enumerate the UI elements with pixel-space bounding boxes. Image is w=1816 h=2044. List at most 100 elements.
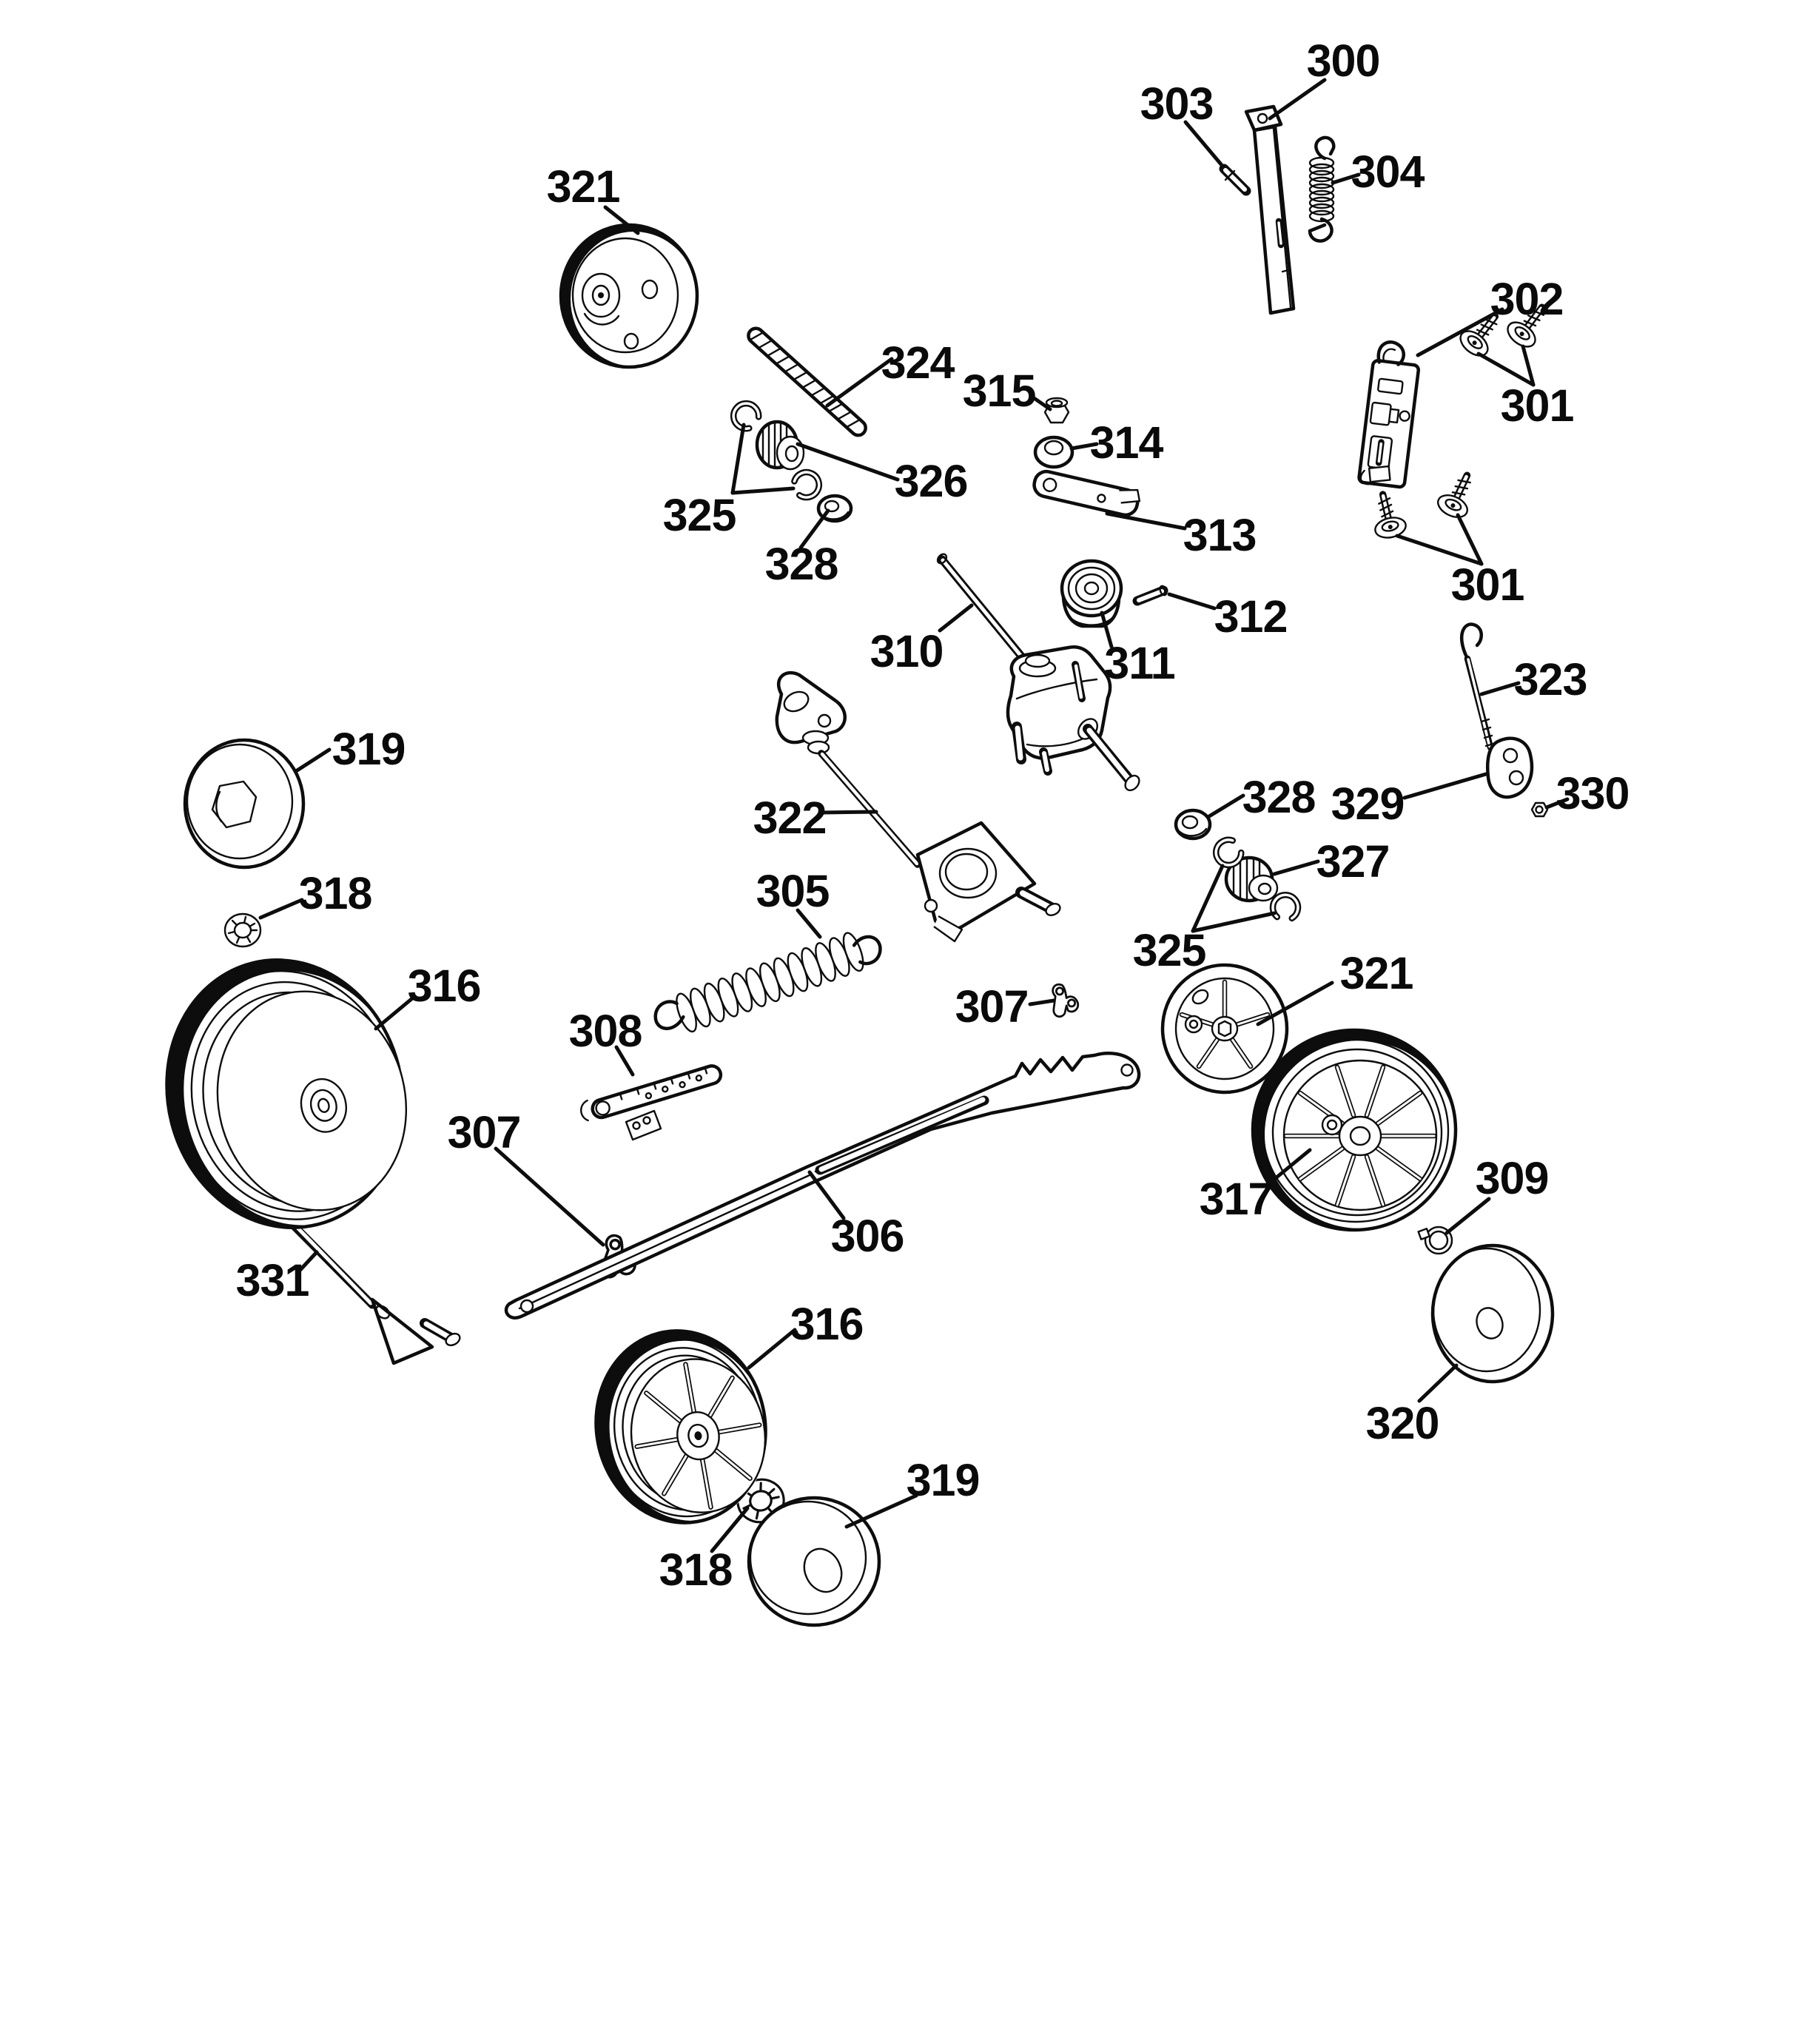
- part-label-331-lower-left: 331: [236, 1255, 309, 1305]
- cable-clip-307-right-drawing: [1052, 983, 1080, 1018]
- clutch-gear-327-drawing: [1224, 855, 1279, 903]
- leader-line-312: [1167, 592, 1217, 611]
- part-label-318-bottom: 318: [659, 1544, 733, 1595]
- leader-line-326: [796, 442, 900, 482]
- leader-line-325: [730, 486, 796, 495]
- leader-line-308: [614, 1045, 635, 1077]
- leader-line-301: [1395, 534, 1484, 566]
- leader-line-319: [844, 1493, 918, 1529]
- part-label-325-upper-left: 325: [663, 490, 736, 540]
- part-label-320-bottom-right: 320: [1366, 1398, 1439, 1448]
- part-label-301-right: 301: [1451, 559, 1524, 610]
- leader-line-325: [730, 423, 746, 495]
- pivot-plate-329-drawing: [1485, 736, 1534, 799]
- part-label-310-middle: 310: [870, 626, 944, 676]
- washer-328-middle-drawing: [1174, 808, 1212, 841]
- leader-line-314: [1069, 442, 1099, 451]
- clevis-pin-303-drawing: [1219, 164, 1251, 196]
- part-labels-layer: 3003033043023013213243153263253283133143…: [236, 36, 1630, 1595]
- part-label-323-right: 323: [1514, 654, 1587, 705]
- drive-wheel-316-bottom-drawing: [594, 1329, 767, 1524]
- leader-line-307: [1028, 998, 1056, 1006]
- leader-line-304: [1331, 172, 1361, 185]
- leader-line-327: [1272, 859, 1320, 876]
- drive-control-lever-306-drawing: [504, 1052, 1141, 1319]
- leader-line-313: [1105, 511, 1187, 531]
- part-label-301-upper-right: 301: [1501, 380, 1574, 431]
- wheel-cover-disc-321-top-drawing: [559, 223, 699, 369]
- leader-line-331: [295, 1250, 319, 1275]
- part-label-302-top-right: 302: [1490, 274, 1564, 324]
- transmission-gearbox-drawing: [1006, 645, 1140, 792]
- part-label-317-lower-right: 317: [1200, 1174, 1273, 1224]
- leader-line-307: [494, 1146, 605, 1247]
- leader-line-305: [796, 908, 822, 939]
- part-label-321-right: 321: [1340, 948, 1413, 998]
- hub-cap-319-bottom-drawing: [747, 1496, 881, 1627]
- leader-line-300: [1268, 78, 1327, 121]
- part-label-326-upper-middle: 326: [895, 456, 968, 506]
- leader-line-306: [807, 1170, 846, 1220]
- leader-line-318: [710, 1506, 750, 1553]
- leader-line-320: [1417, 1363, 1459, 1403]
- hub-cap-319-top-left-drawing: [183, 738, 306, 870]
- leader-line-311: [1100, 611, 1114, 649]
- part-label-300-top: 300: [1307, 36, 1380, 86]
- drive-pulley-311-drawing: [1060, 559, 1123, 628]
- leader-line-310: [938, 603, 974, 633]
- height-adjuster-bar-300-drawing: [1244, 104, 1296, 315]
- part-label-324-upper-middle: 324: [881, 337, 955, 388]
- part-label-327-middle-right: 327: [1316, 836, 1390, 887]
- leader-line-301: [1476, 352, 1536, 387]
- push-nut-318-left-drawing: [223, 912, 262, 948]
- leader-line-330: [1544, 797, 1570, 810]
- leader-line-303: [1183, 120, 1223, 167]
- part-label-303-top: 303: [1140, 78, 1214, 129]
- part-label-319-left: 319: [332, 724, 406, 774]
- part-label-322-middle: 322: [753, 793, 827, 843]
- part-label-308-middle-left: 308: [569, 1006, 642, 1056]
- part-label-312-middle: 312: [1214, 591, 1288, 642]
- part-label-325-middle-right: 325: [1133, 925, 1206, 975]
- part-label-305-middle: 305: [756, 866, 830, 916]
- part-label-311-middle: 311: [1104, 638, 1174, 688]
- part-label-307-middle-right: 307: [955, 981, 1029, 1032]
- leader-line-325: [1191, 911, 1277, 933]
- leader-line-324: [825, 357, 894, 408]
- drive-wheel-316-top-left-drawing: [165, 958, 408, 1229]
- leader-line-321: [603, 205, 640, 235]
- leader-line-329: [1402, 772, 1488, 800]
- hub-cap-320-drawing: [1430, 1243, 1555, 1384]
- control-rod-323-drawing: [1459, 622, 1495, 751]
- leader-line-325: [1191, 864, 1225, 933]
- leader-line-316: [747, 1328, 797, 1370]
- worm-drive-shaft-324-drawing: [747, 326, 867, 437]
- part-label-328-middle-right: 328: [1242, 772, 1316, 822]
- part-label-304-top-right: 304: [1351, 147, 1425, 197]
- wheel-cover-321-right-drawing: [1160, 963, 1289, 1095]
- rear-wheel-317-drawing: [1251, 1028, 1458, 1232]
- leader-line-309: [1445, 1197, 1491, 1235]
- leader-line-301: [1521, 344, 1536, 387]
- index-plate-308-drawing: [580, 1064, 723, 1122]
- part-label-307-lower-left: 307: [448, 1107, 521, 1157]
- part-label-328-upper-middle: 328: [765, 539, 838, 589]
- tension-spring-305-drawing: [653, 932, 882, 1033]
- shift-rod-310-drawing: [936, 553, 1038, 675]
- part-label-309-lower-right: 309: [1476, 1153, 1549, 1203]
- part-label-316-left: 316: [408, 961, 481, 1011]
- nut-330-drawing: [1530, 801, 1549, 818]
- part-label-313-middle: 313: [1183, 510, 1257, 560]
- part-label-330-right: 330: [1556, 768, 1630, 818]
- leader-line-321: [1256, 981, 1334, 1026]
- part-label-306-lower-middle: 306: [831, 1211, 904, 1261]
- mounting-bracket-302-drawing: [1357, 340, 1420, 489]
- part-label-319-bottom: 319: [907, 1455, 980, 1505]
- leader-line-301: [1456, 513, 1484, 566]
- leader-line-328: [798, 508, 830, 550]
- leader-line-315: [1029, 394, 1052, 411]
- part-label-314-middle: 314: [1090, 417, 1164, 468]
- part-label-329-right: 329: [1331, 779, 1405, 829]
- leader-line-319: [294, 747, 332, 773]
